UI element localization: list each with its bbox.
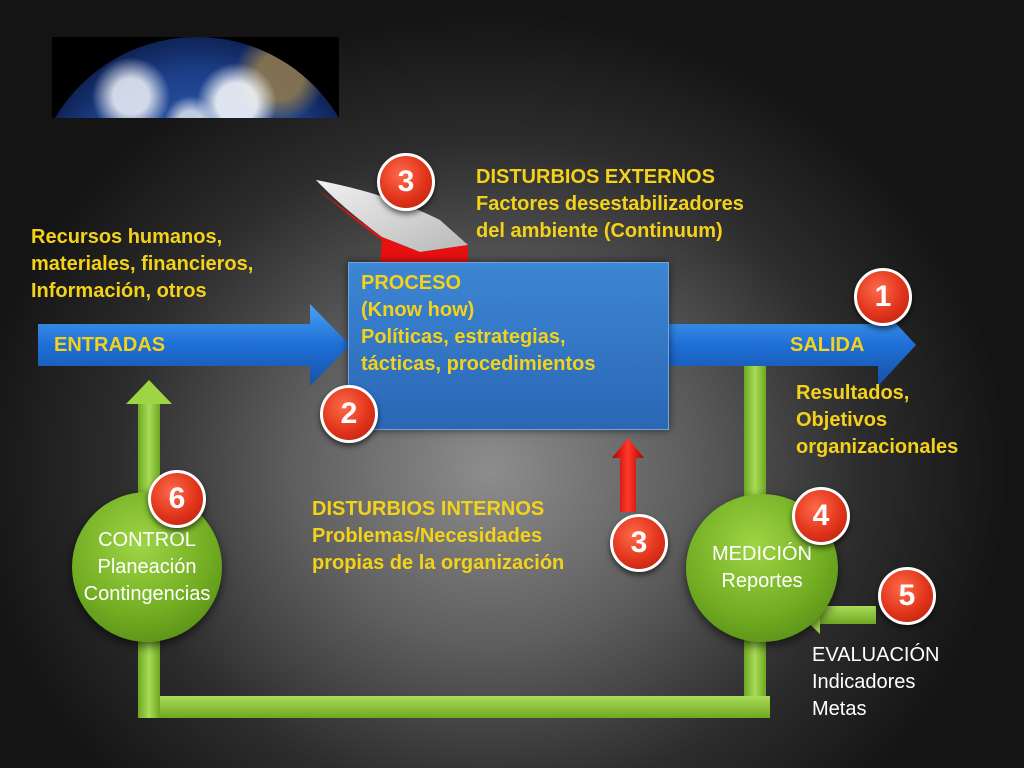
earth-image bbox=[52, 37, 339, 118]
evaluation-line3: Metas bbox=[812, 698, 867, 720]
internal-disturbances-line2: propias de la organización bbox=[312, 552, 565, 574]
control-title: CONTROL bbox=[98, 528, 196, 551]
control-line2: Planeación bbox=[97, 555, 197, 578]
results-line1: Resultados, bbox=[796, 382, 910, 404]
evaluation-title: EVALUACIÓN bbox=[812, 644, 940, 666]
badge-2-process: 2 bbox=[320, 385, 378, 443]
resources-line2: materiales, financieros, bbox=[31, 253, 254, 275]
results-line2: Objetivos bbox=[796, 409, 888, 431]
results-line3: organizacionales bbox=[796, 436, 959, 458]
entradas-arrow bbox=[38, 304, 350, 386]
measurement-line2: Reportes bbox=[721, 570, 803, 592]
resources-text: Recursos humanos, materiales, financiero… bbox=[31, 224, 253, 305]
badge-6-control: 6 bbox=[148, 470, 206, 528]
evaluation-line2: Indicadores bbox=[812, 671, 916, 693]
badge-3-internal: 3 bbox=[610, 514, 668, 572]
badge-4-measurement: 4 bbox=[792, 487, 850, 545]
external-disturbances-title: DISTURBIOS EXTERNOS bbox=[476, 166, 715, 188]
control-line3: Contingencias bbox=[83, 582, 211, 605]
resources-line3: Información, otros bbox=[31, 280, 207, 302]
badge-5-evaluation: 5 bbox=[878, 567, 936, 625]
salida-label: SALIDA bbox=[790, 334, 865, 356]
salida-arrow bbox=[668, 304, 916, 386]
badge-3-external: 3 bbox=[377, 153, 435, 211]
internal-disturbance-arrow bbox=[612, 438, 644, 512]
process-line4: tácticas, procedimientos bbox=[361, 353, 596, 375]
external-disturbances-text: DISTURBIOS EXTERNOS Factores desestabili… bbox=[476, 164, 744, 245]
process-box: PROCESO (Know how) Políticas, estrategia… bbox=[348, 262, 669, 430]
measurement-title: MEDICIÓN bbox=[712, 543, 812, 565]
external-disturbances-line2: del ambiente (Continuum) bbox=[476, 220, 723, 242]
process-line2: (Know how) bbox=[361, 299, 475, 321]
entradas-label: ENTRADAS bbox=[54, 334, 166, 356]
external-disturbances-line1: Factores desestabilizadores bbox=[476, 193, 744, 215]
resources-line1: Recursos humanos, bbox=[31, 226, 223, 248]
internal-disturbances-text: DISTURBIOS INTERNOS Problemas/Necesidade… bbox=[312, 496, 564, 577]
internal-disturbances-line1: Problemas/Necesidades bbox=[312, 525, 543, 547]
process-title: PROCESO bbox=[361, 272, 462, 294]
evaluation-text: EVALUACIÓN Indicadores Metas bbox=[812, 642, 939, 723]
badge-1-output: 1 bbox=[854, 268, 912, 326]
process-line3: Políticas, estrategias, bbox=[361, 326, 566, 348]
external-disturbance-arrow bbox=[316, 180, 468, 262]
results-text: Resultados, Objetivos organizacionales bbox=[796, 380, 958, 461]
internal-disturbances-title: DISTURBIOS INTERNOS bbox=[312, 498, 545, 520]
